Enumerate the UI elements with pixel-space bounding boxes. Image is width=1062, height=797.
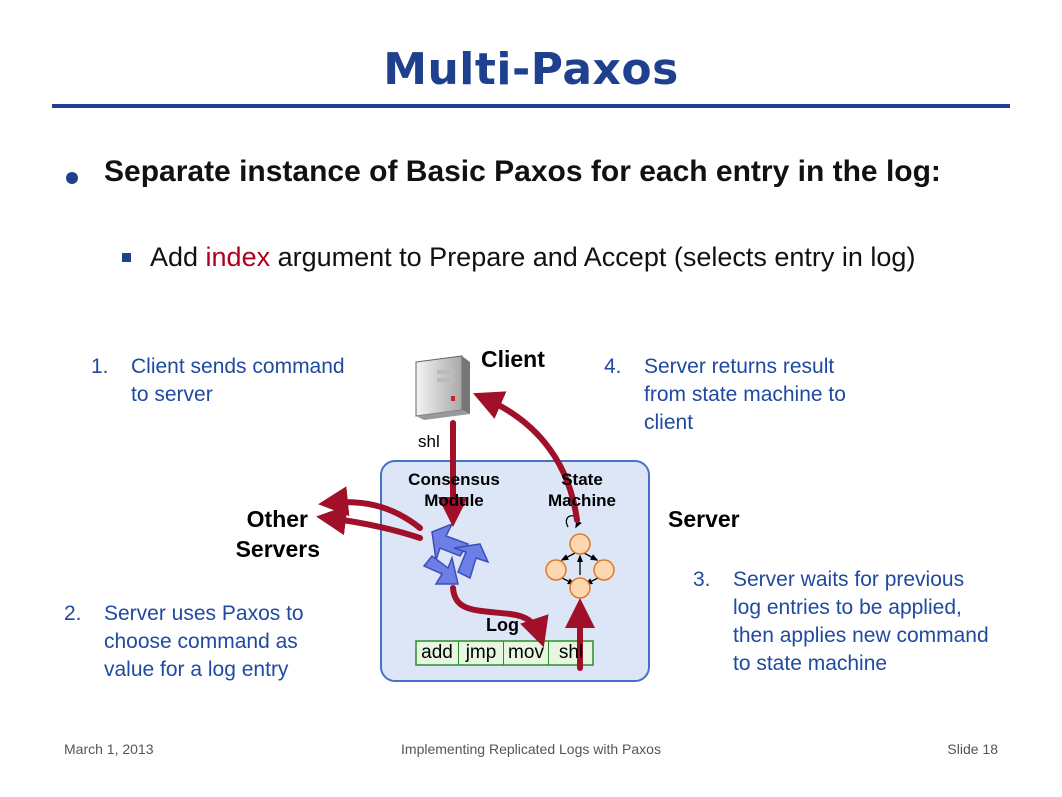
step-number: 3.	[693, 568, 711, 591]
step-text-line: client	[644, 411, 694, 434]
log-entry: jmp	[459, 641, 504, 665]
footer-date: March 1, 2013	[64, 741, 154, 757]
server-label: Server	[668, 506, 740, 532]
log-entry: mov	[504, 641, 549, 665]
other-servers-label-line1: Other	[246, 506, 308, 532]
consensus-to-other-servers-arrow-lower	[316, 505, 423, 541]
sub-bullet-text-before: Add	[150, 242, 206, 272]
step-number: 2.	[64, 602, 82, 625]
state-machine-label-line1: State	[561, 470, 603, 489]
log-entries: add jmp mov shl	[416, 641, 593, 665]
consensus-module-icon	[422, 522, 490, 585]
step-number: 4.	[604, 355, 622, 378]
consensus-module-label-line2: Module	[424, 491, 484, 510]
consensus-to-other-servers-arrow-upper	[318, 486, 423, 531]
footer-slide-number: Slide 18	[947, 741, 998, 757]
title-divider	[52, 104, 1010, 108]
footer-title: Implementing Replicated Logs with Paxos	[401, 741, 661, 757]
step-text-line: from state machine to	[644, 383, 846, 406]
step-number: 1.	[91, 355, 109, 378]
step-text-line: Client sends command	[131, 355, 345, 378]
page-title: Multi-Paxos	[383, 44, 679, 95]
step-text-line: Server uses Paxos to	[104, 602, 304, 625]
log-entry: add	[416, 641, 459, 665]
step-text-line: Server returns result	[644, 355, 835, 378]
sub-bullet-highlight: index	[205, 242, 271, 272]
consensus-to-log-arrow	[450, 585, 549, 648]
state-machine-label-line2: Machine	[547, 491, 617, 510]
client-command-label: shl	[418, 432, 440, 451]
consensus-module-label-line1: Consensus	[408, 470, 500, 489]
log-box	[415, 640, 594, 666]
bullet-dot-icon	[66, 172, 78, 184]
step-text-line: to server	[131, 383, 213, 406]
client-label: Client	[481, 346, 545, 372]
step-text-line: choose command as	[104, 630, 298, 653]
sub-bullet-square-icon	[122, 253, 131, 262]
state-machine-to-client-arrow	[472, 391, 580, 523]
main-bullet: Separate instance of Basic Paxos for eac…	[104, 155, 941, 188]
sub-bullet-text-after: argument to Prepare and Accept (selects …	[270, 242, 916, 272]
log-label: Log	[486, 615, 519, 635]
step-text-line: to state machine	[733, 652, 888, 675]
other-servers-label-line2: Servers	[235, 536, 320, 562]
sub-bullet: Add index argument to Prepare and Accept…	[150, 242, 915, 273]
log-entry: shl	[558, 642, 584, 663]
step-text-line: then applies new command	[733, 624, 989, 647]
step-text-line: Server waits for previous	[733, 568, 965, 591]
step-text-line: value for a log entry	[104, 658, 289, 681]
client-computer-icon	[415, 355, 470, 420]
step-text-line: log entries to be applied,	[733, 596, 962, 619]
